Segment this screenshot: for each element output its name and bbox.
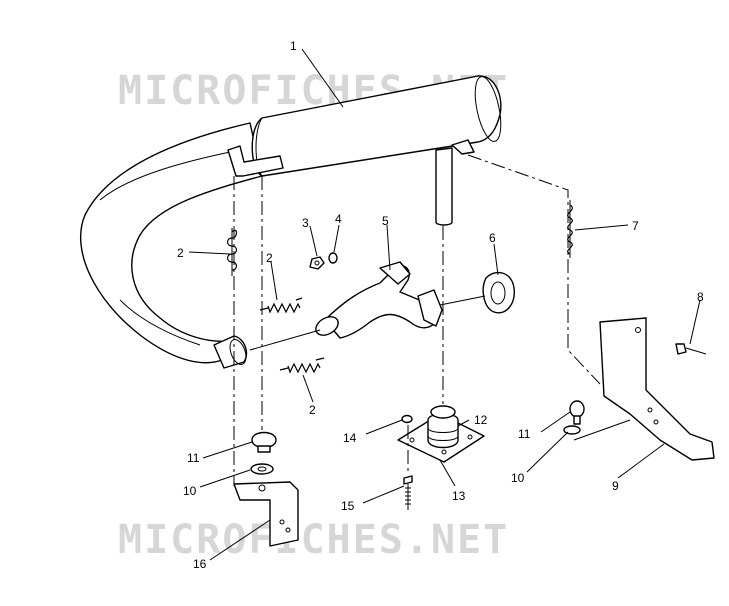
callout-13: 13 (452, 489, 466, 503)
leader-lines (188, 48, 701, 561)
callout-2-a: 2 (177, 246, 184, 260)
nut (309, 256, 325, 270)
spring-middle-lower (279, 357, 325, 374)
callout-16: 16 (193, 557, 207, 571)
bolt-15 (403, 475, 413, 510)
callout-6: 6 (489, 231, 496, 245)
watermark-bottom: MICROFICHES.NET (118, 517, 509, 563)
bracket-right (599, 317, 715, 461)
washer-14 (401, 414, 413, 424)
callout-9: 9 (612, 479, 619, 493)
head-pipe (80, 122, 263, 364)
inlet-guide (249, 329, 321, 351)
tail-pipe (435, 147, 453, 226)
callout-10-b: 10 (511, 471, 525, 485)
centerline-right (467, 154, 601, 385)
callout-10-a: 10 (183, 484, 197, 498)
gasket-guide (439, 295, 486, 306)
callout-12: 12 (474, 413, 488, 427)
y-pipe (315, 261, 443, 339)
muffler-assembly (80, 75, 502, 369)
bumper-left (251, 431, 277, 453)
callout-2-c: 2 (309, 403, 316, 417)
isolator-mount (397, 405, 485, 463)
bolt-8 (675, 343, 707, 355)
callout-8: 8 (697, 290, 704, 304)
callout-5: 5 (382, 214, 389, 228)
callout-11-b: 11 (518, 427, 531, 441)
spring-left-upper (226, 228, 238, 276)
callout-3: 3 (302, 216, 309, 230)
muffler-bracket-left (227, 145, 284, 177)
callout-1: 1 (290, 39, 297, 53)
bumper-guide (573, 419, 631, 441)
callout-14: 14 (343, 431, 357, 445)
spring-middle-upper (259, 297, 303, 314)
callout-11-a: 11 (187, 451, 200, 465)
washer-10-left (250, 463, 274, 475)
rubber-isolator (427, 413, 459, 449)
bumper-right (569, 400, 585, 425)
callout-7: 7 (632, 219, 639, 233)
gasket (482, 271, 515, 314)
bracket-left (233, 481, 299, 547)
washer-small (328, 252, 338, 264)
callout-2-b: 2 (266, 251, 273, 265)
muffler-tab-right (451, 139, 475, 155)
muffler-body (251, 75, 502, 177)
callout-4: 4 (335, 212, 342, 226)
washer-10-right (563, 425, 581, 435)
callout-15: 15 (341, 499, 355, 513)
